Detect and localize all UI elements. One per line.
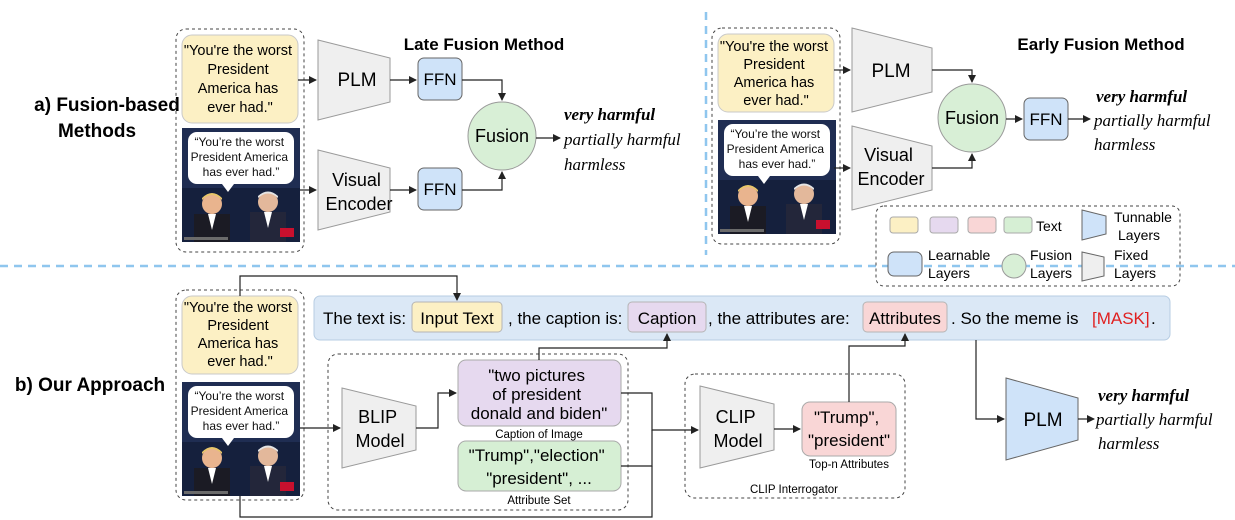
- approach-arrows: [239, 275, 1095, 518]
- late-plm-block: [317, 39, 391, 121]
- clip-model-label: CLIP Model: [713, 407, 762, 451]
- legend-swatch-red: [967, 216, 997, 234]
- early-text-input-box: [717, 33, 835, 113]
- legend-learnable-label: Learnable Layers: [928, 247, 994, 281]
- approach-meme-image: “You’re the worst President America has …: [182, 382, 300, 496]
- late-ffn-top: [417, 57, 463, 101]
- early-outputs: very harmful partially harmful harmless: [1093, 87, 1215, 154]
- prompt-template-bar: [313, 295, 1171, 341]
- approach-outputs: very harmful partially harmful harmless: [1095, 386, 1217, 453]
- late-fusion-title: Late Fusion Method: [404, 35, 565, 54]
- late-visual-encoder-label: Visual Encoder: [325, 170, 392, 214]
- prompt-caption-slot: [627, 301, 707, 333]
- prompt-part2: , the caption is:: [508, 309, 622, 328]
- prompt-mask-token: [MASK]: [1092, 309, 1150, 328]
- blip-model-label: BLIP Model: [355, 407, 404, 451]
- late-ffn-top-label: FFN: [423, 70, 456, 89]
- late-text-input-box: [181, 34, 299, 124]
- legend-box: [875, 205, 1181, 287]
- approach-plm-block: [1005, 377, 1079, 461]
- early-arrows: [834, 66, 1091, 172]
- early-text-input: "You're the worst President America has …: [720, 39, 832, 109]
- prompt-input-text-label: Input Text: [420, 309, 494, 328]
- prompt-input-text-slot: [411, 301, 503, 333]
- legend-text-label: Text: [1036, 218, 1062, 234]
- legend-swatch-green: [1003, 216, 1033, 234]
- blip-model-block: [341, 387, 417, 469]
- legend-fixed-icon: [1081, 251, 1105, 282]
- late-fusion-node: [467, 101, 537, 171]
- legend-swatch-yellow: [889, 216, 919, 234]
- caption-box-text: "two pictures of president donald and bi…: [471, 366, 608, 423]
- svg-text:“You’re the worst Presid: “You’re the worst President America has …: [191, 135, 292, 179]
- caption-box-label: Caption of Image: [495, 429, 583, 441]
- early-input-group: [711, 27, 841, 245]
- early-fusion-node: [937, 83, 1007, 153]
- top-n-attributes-text: "Trump", "president": [808, 408, 890, 450]
- early-plm-block: [851, 27, 933, 113]
- early-fusion-title: Early Fusion Method: [1017, 35, 1184, 54]
- approach-plm-label: PLM: [1023, 410, 1062, 431]
- late-ffn-bottom: [417, 167, 463, 211]
- legend-fusion-icon: [1001, 253, 1027, 279]
- legend-tunable-label: Tunnable Layers: [1114, 209, 1176, 243]
- clip-model-block: [699, 385, 775, 469]
- late-fusion-label: Fusion: [475, 126, 529, 146]
- attribute-set-label: Attribute Set: [507, 495, 571, 507]
- section-b-label: b) Our Approach: [15, 375, 165, 396]
- clip-interrogator-group: [684, 373, 906, 499]
- early-ffn-label: FFN: [1029, 110, 1062, 129]
- svg-text:“You’re the worst Presid: “You’re the worst President America has …: [191, 389, 292, 433]
- attribute-set-text: "Trump","election" "president", ...: [469, 446, 610, 488]
- legend-learnable-icon: [887, 251, 923, 277]
- early-plm-label: PLM: [871, 61, 910, 82]
- top-n-attributes-label: Top-n Attributes: [809, 459, 889, 471]
- legend-fusion-label: Fusion Layers: [1030, 247, 1076, 281]
- early-visual-encoder-label: Visual Encoder: [857, 145, 924, 189]
- clip-interrogator-label: CLIP Interrogator: [750, 484, 838, 496]
- late-ffn-bottom-label: FFN: [423, 180, 456, 199]
- early-meme-image: “You’re the worst President America has …: [718, 120, 836, 234]
- section-a-label-line2: Methods: [58, 121, 136, 142]
- late-plm-label: PLM: [337, 70, 376, 91]
- section-a-label-line1: a) Fusion-based: [34, 95, 180, 116]
- legend-tunable-icon: [1081, 209, 1107, 241]
- prompt-end: .: [1151, 309, 1156, 328]
- late-visual-encoder-block: [317, 149, 391, 231]
- legend-swatch-purple: [929, 216, 959, 234]
- prompt-part3: , the attributes are:: [708, 309, 850, 328]
- late-input-group: [175, 28, 305, 253]
- prompt-attributes-label: Attributes: [869, 309, 941, 328]
- late-meme-image: “You’re the worst President America has …: [182, 128, 300, 242]
- early-visual-encoder-block: [851, 125, 933, 211]
- prompt-part1: The text is:: [323, 309, 406, 328]
- blip-group: [327, 353, 629, 511]
- prompt-caption-label: Caption: [638, 309, 697, 328]
- late-text-input: "You're the worst President America has …: [184, 43, 296, 116]
- approach-text-input: "You're the worst President America has …: [184, 300, 296, 370]
- late-arrows: [298, 76, 561, 194]
- late-outputs: very harmful partially harmful harmless: [563, 105, 685, 174]
- prompt-attributes-slot: [862, 301, 948, 333]
- prompt-part4: . So the meme is: [951, 309, 1079, 328]
- early-fusion-label: Fusion: [945, 108, 999, 128]
- svg-text:“You’re the worst Presid: “You’re the worst President America has …: [727, 127, 828, 171]
- legend-fixed-label: Fixed Layers: [1114, 247, 1156, 281]
